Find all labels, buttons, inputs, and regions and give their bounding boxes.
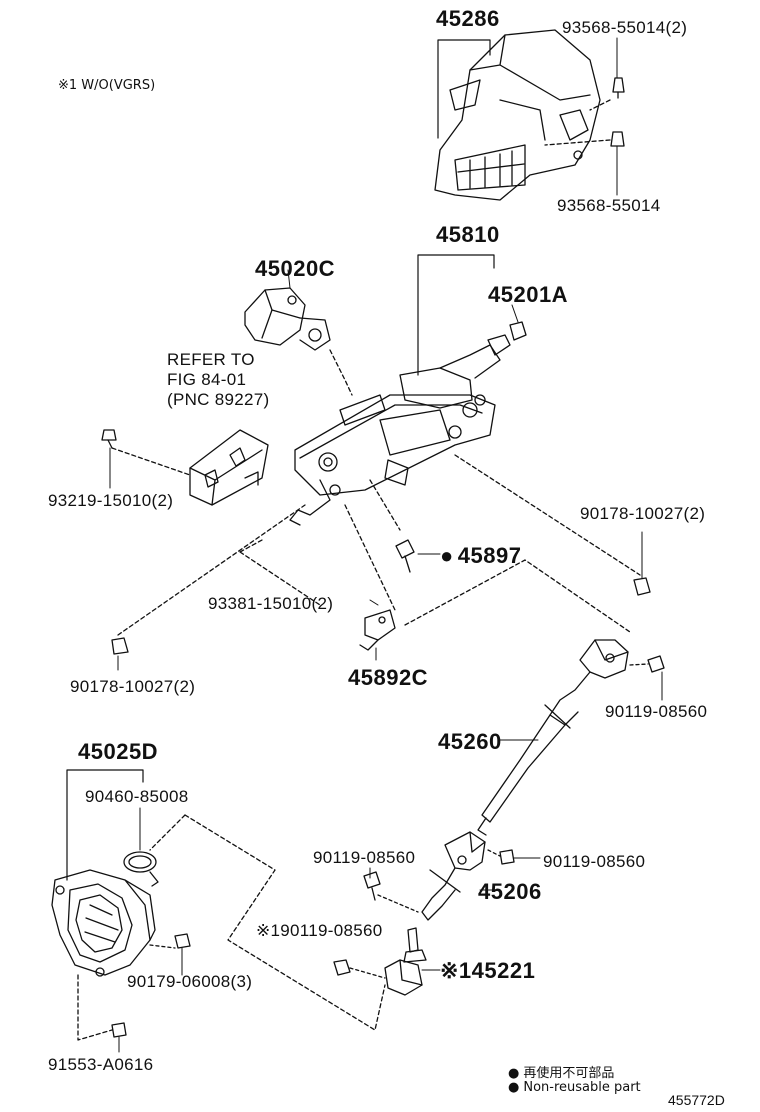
ecu-module-drawing xyxy=(189,429,269,506)
part-number-45260: 45260 xyxy=(438,729,502,754)
part-number-93568-55014-2: 93568-55014(2) xyxy=(562,18,688,37)
clamp-90460-drawing xyxy=(123,807,159,887)
part-number-45810: 45810 xyxy=(436,222,500,247)
nut-90178-left-drawing xyxy=(111,504,306,671)
part-number-93381-15010-2: 93381-15010(2) xyxy=(208,594,334,613)
column-cover-drawing xyxy=(434,29,601,201)
part-number-45025d: 45025D xyxy=(78,739,159,764)
part-number-93219-15010-2: 93219-15010(2) xyxy=(48,491,174,510)
universal-joint-drawing xyxy=(421,831,501,921)
part-number-45897: 45897 xyxy=(440,543,521,569)
bracket-45892c-drawing xyxy=(359,599,396,661)
screw-93568-upper-drawing xyxy=(589,37,625,111)
steering-lock-drawing xyxy=(244,269,353,396)
coupling-45221-drawing xyxy=(384,927,441,996)
part-number-91553-a0616: 91553-A0616 xyxy=(48,1055,154,1074)
part-number-45206: 45206 xyxy=(478,879,542,904)
refer-to-line-1: REFER TO xyxy=(167,350,255,369)
screw-93568-lower-drawing xyxy=(544,131,625,196)
part-number-90119-08560-middle-right: 90119-08560 xyxy=(543,852,646,871)
bolt-90119-upper-drawing xyxy=(629,655,665,701)
applicability-note: ※1 W/O(VGRS) xyxy=(58,78,156,93)
nut-90178-right-drawing xyxy=(454,454,651,596)
intermediate-shaft-drawing xyxy=(477,639,629,836)
legend-non-reusable-jp: 再使用不可部品 xyxy=(508,1062,614,1081)
part-number-90119-08560-middle-left: 90119-08560 xyxy=(313,848,416,867)
steering-column-drawing xyxy=(289,334,511,526)
part-number-45221: ※145221 xyxy=(440,958,536,983)
part-number-45020c: 45020C xyxy=(255,256,336,281)
cap-45201a-drawing xyxy=(509,304,527,341)
part-number-45201a: 45201A xyxy=(488,282,569,307)
part-number-45286: 45286 xyxy=(436,6,500,31)
part-number-90178-10027-2-left: 90178-10027(2) xyxy=(70,677,196,696)
part-number-93568-55014: 93568-55014 xyxy=(557,196,661,215)
refer-to-line-2: FIG 84-01 xyxy=(167,370,247,389)
screw-91553-drawing xyxy=(77,974,127,1053)
part-number-90119-08560-upper: 90119-08560 xyxy=(605,702,708,721)
refer-to-line-3: (PNC 89227) xyxy=(167,390,270,409)
bolt-90119-lower-drawing xyxy=(333,959,386,979)
part-number-90119-08560-lower: ※190119-08560 xyxy=(256,921,383,940)
bolt-45897-drawing xyxy=(369,479,441,573)
nut-90179-drawing xyxy=(174,933,191,976)
part-number-90179-06008-3: 90179-06008(3) xyxy=(127,972,253,991)
screw-93219-drawing xyxy=(101,429,191,489)
bolt-90119-middle-right-drawing xyxy=(487,849,541,865)
part-number-90460-85008: 90460-85008 xyxy=(85,787,189,806)
part-number-45892c: 45892C xyxy=(348,665,429,690)
part-number-90178-10027-2-right: 90178-10027(2) xyxy=(580,504,706,523)
bolt-90119-middle-left-drawing xyxy=(363,867,419,913)
diagram-id: 455772D xyxy=(668,1092,725,1108)
legend-non-reusable-en: Non-reusable part xyxy=(508,1080,640,1095)
hole-cover-drawing xyxy=(51,869,176,977)
